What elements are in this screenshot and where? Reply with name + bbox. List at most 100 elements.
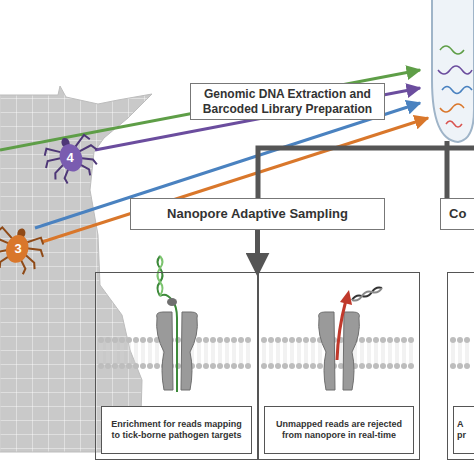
lipid-head xyxy=(224,363,230,369)
caption-text: Unmapped reads are rejected from nanopor… xyxy=(269,419,409,441)
lipid-head xyxy=(133,363,139,369)
lipid-tail xyxy=(100,343,102,363)
lipid-head xyxy=(126,363,132,369)
lipid-head xyxy=(450,337,456,343)
lipid-tail xyxy=(277,343,279,363)
lipid-head xyxy=(359,337,365,343)
lipid-head xyxy=(98,363,104,369)
flow-arrow xyxy=(255,230,260,272)
lipid-head xyxy=(119,337,125,343)
dna-helix xyxy=(158,256,163,296)
lipid-head xyxy=(147,337,153,343)
lipid-head xyxy=(217,337,223,343)
lipid-tail xyxy=(466,343,468,363)
lipid-head xyxy=(373,363,379,369)
lipid-head xyxy=(282,363,288,369)
lipid-head xyxy=(303,363,309,369)
lipid-head xyxy=(387,363,393,369)
caption-box: A pr xyxy=(453,406,474,454)
lipid-head xyxy=(464,363,470,369)
lipid-head xyxy=(119,363,125,369)
lipid-head xyxy=(380,363,386,369)
lipid-tail xyxy=(319,343,321,363)
lipid-head xyxy=(147,363,153,369)
caption-box: Unmapped reads are rejected from nanopor… xyxy=(264,406,414,454)
lipid-head xyxy=(464,337,470,343)
lipid-head xyxy=(450,363,456,369)
lipid-head xyxy=(112,337,118,343)
lipid-head xyxy=(289,337,295,343)
state-map xyxy=(0,86,152,452)
lipid-head xyxy=(408,337,414,343)
lipid-tail xyxy=(135,343,137,363)
lipid-tail xyxy=(298,343,300,363)
lipid-tail xyxy=(226,343,228,363)
sample-tube xyxy=(432,0,474,142)
lipid-tail xyxy=(149,343,151,363)
caption-text: A pr xyxy=(457,419,469,441)
motor-protein xyxy=(167,298,177,306)
dna-helix xyxy=(158,256,163,296)
lipid-tail xyxy=(233,343,235,363)
lipid-head xyxy=(387,337,393,343)
lipid-tail xyxy=(361,343,363,363)
lipid-tail xyxy=(396,343,398,363)
lipid-head xyxy=(140,363,146,369)
lipid-head xyxy=(196,363,202,369)
lipid-tail xyxy=(107,343,109,363)
lipid-head xyxy=(231,337,237,343)
lipid-head xyxy=(210,337,216,343)
tick-icon xyxy=(0,222,49,278)
lipid-head xyxy=(275,363,281,369)
lipid-tail xyxy=(389,343,391,363)
lipid-head xyxy=(268,363,274,369)
lipid-head xyxy=(238,337,244,343)
callout-number: 3 xyxy=(14,241,21,256)
caption-text: Enrichment for reads mapping to tick-bor… xyxy=(106,419,247,441)
lipid-head xyxy=(105,337,111,343)
lipid-tail xyxy=(212,343,214,363)
lipid-head xyxy=(289,363,295,369)
panel-box: Enrichment for reads mapping to tick-bor… xyxy=(95,272,258,460)
nanopore-protein xyxy=(319,312,360,390)
ejection-arrow xyxy=(337,300,346,360)
process-box: Genomic DNA Extraction and Barcoded Libr… xyxy=(190,83,385,120)
lipid-head xyxy=(112,363,118,369)
sample-arrow xyxy=(42,118,428,242)
lipid-head xyxy=(317,363,323,369)
panel-box: Unmapped reads are rejected from nanopor… xyxy=(258,272,420,460)
lipid-head xyxy=(245,363,251,369)
lipid-head xyxy=(98,337,104,343)
lipid-head xyxy=(303,337,309,343)
dna-helix xyxy=(352,288,382,301)
lipid-head xyxy=(245,337,251,343)
lipid-head xyxy=(238,363,244,369)
lipid-tail xyxy=(291,343,293,363)
nanopore-illustration xyxy=(98,256,470,392)
lipid-head xyxy=(366,337,372,343)
lipid-tail xyxy=(284,343,286,363)
callout-number: 4 xyxy=(66,150,73,165)
lipid-head xyxy=(394,363,400,369)
lipid-head xyxy=(380,337,386,343)
lipid-head xyxy=(203,337,209,343)
lipid-head xyxy=(217,363,223,369)
lipid-tail xyxy=(128,343,130,363)
lipid-tail xyxy=(375,343,377,363)
lipid-head xyxy=(457,363,463,369)
lipid-tail xyxy=(198,343,200,363)
process-box: Co xyxy=(440,198,474,230)
lipid-head xyxy=(126,337,132,343)
lipid-head xyxy=(231,363,237,369)
caption-box: Enrichment for reads mapping to tick-bor… xyxy=(101,406,252,454)
lipid-head xyxy=(268,337,274,343)
lipid-head xyxy=(457,337,463,343)
lipid-head xyxy=(366,363,372,369)
box-label: Nanopore Adaptive Sampling xyxy=(139,206,376,222)
lipid-head xyxy=(401,337,407,343)
lipid-tail xyxy=(156,343,158,363)
sample-arrow xyxy=(0,70,420,150)
lipid-tail xyxy=(121,343,123,363)
